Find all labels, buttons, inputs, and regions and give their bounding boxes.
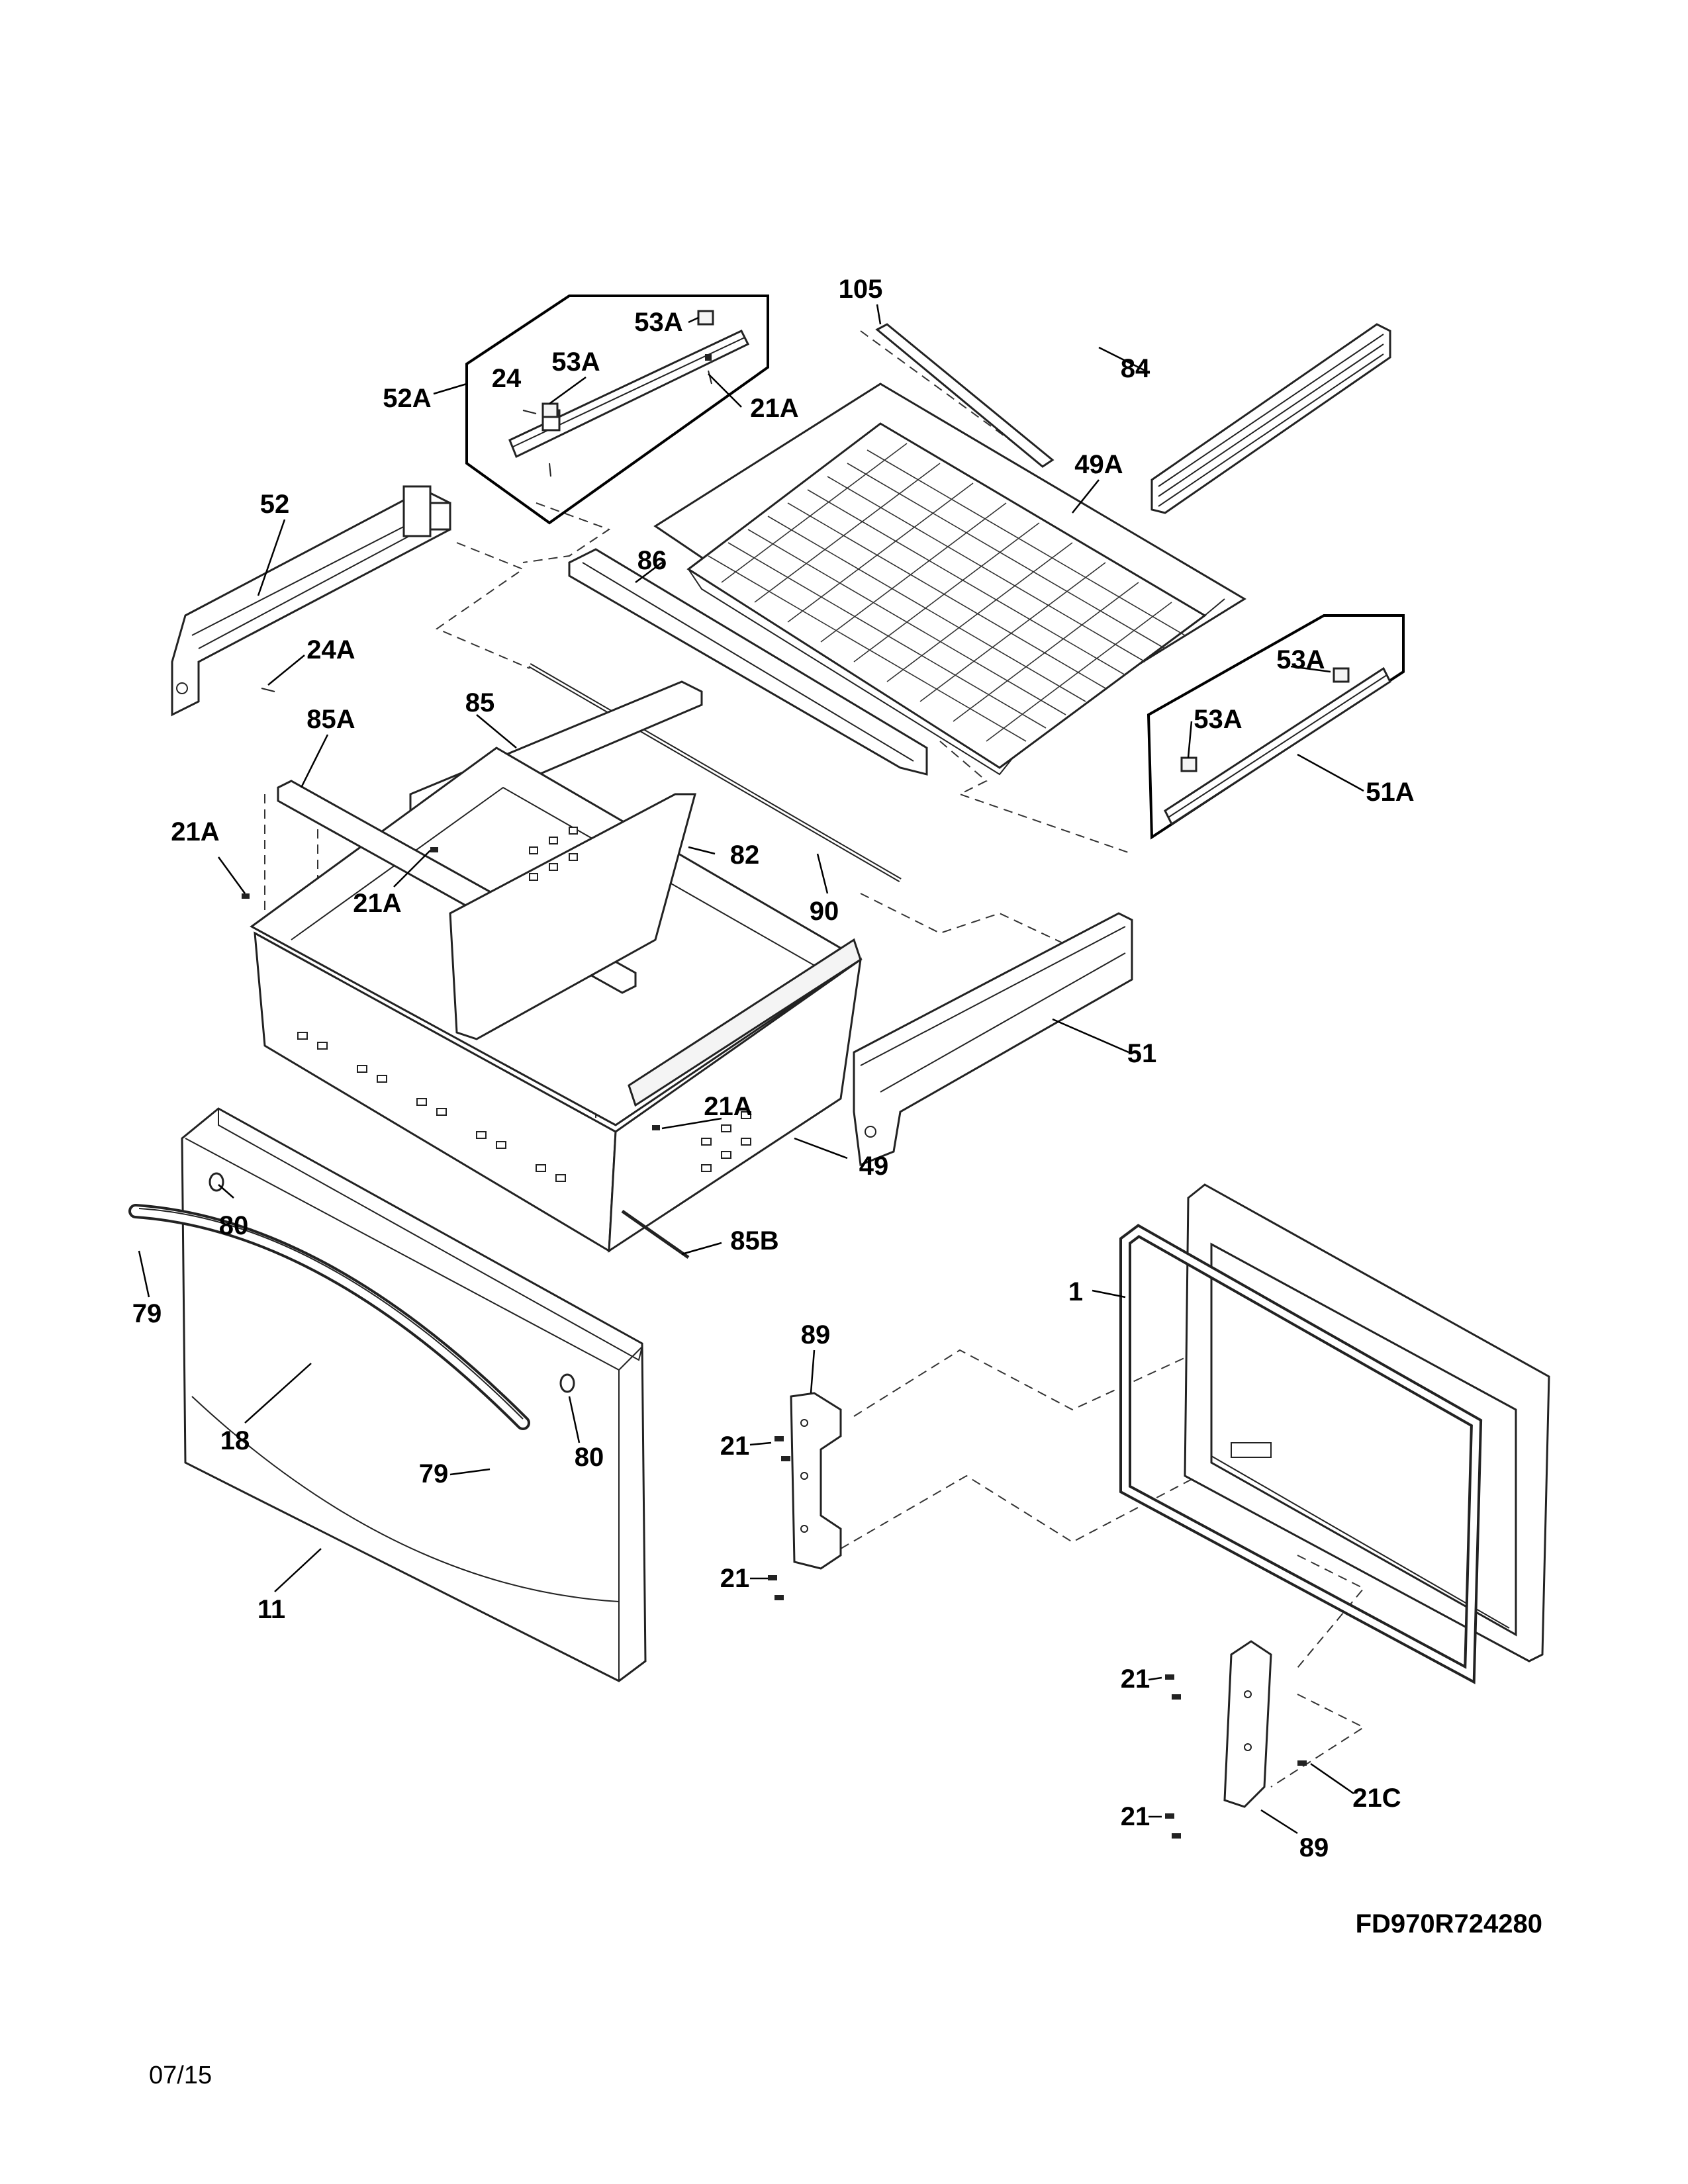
- revision-date: 07/15: [149, 2062, 212, 2089]
- callout-84: 84: [1121, 354, 1150, 383]
- bumper-53A-right-left: [1180, 756, 1197, 772]
- part-51-slide-rail: [853, 912, 1133, 1167]
- part-1-gasket: [1119, 1224, 1483, 1684]
- callout-21: 21: [1121, 1664, 1150, 1694]
- part-86-bar: [568, 548, 928, 776]
- callout-80: 80: [219, 1211, 249, 1240]
- inset-box-51A: [1147, 614, 1405, 840]
- part-89-bracket-right: [1223, 1640, 1272, 1808]
- screws: [242, 354, 1307, 1839]
- callout-49: 49: [859, 1152, 889, 1181]
- callout-85B: 85B: [730, 1226, 778, 1255]
- part-84-divider: [1150, 323, 1391, 514]
- part-89-bracket-left: [790, 1392, 842, 1570]
- bumper-53A-right-top: [1333, 667, 1350, 683]
- callout-53A: 53A: [1276, 645, 1325, 674]
- callout-52A: 52A: [383, 384, 431, 413]
- model-number: FD970R724280: [1356, 1909, 1542, 1938]
- callout-82: 82: [730, 841, 760, 870]
- part-49-main-bin: [250, 747, 863, 1253]
- callout-79: 79: [419, 1459, 449, 1488]
- leader-lines: [138, 304, 1364, 1835]
- callout-90: 90: [810, 897, 839, 926]
- callout-79: 79: [132, 1299, 162, 1328]
- callout-21A: 21A: [353, 889, 401, 918]
- part-85B-rod: [621, 1209, 690, 1259]
- callout-85A: 85A: [306, 705, 355, 734]
- callout-53A: 53A: [1194, 705, 1242, 734]
- callout-21: 21: [1121, 1802, 1150, 1831]
- callout-21A: 21A: [171, 817, 219, 846]
- callout-53A: 53A: [634, 308, 682, 337]
- callout-53A: 53A: [551, 347, 600, 377]
- bumper-53A-left: [541, 402, 559, 418]
- callout-24A: 24A: [306, 635, 355, 664]
- part-105-bar: [875, 323, 1055, 468]
- callout-49A: 49A: [1074, 450, 1123, 479]
- callout-86: 86: [637, 546, 667, 575]
- part-52-slide-rail: [171, 485, 451, 717]
- part-1-frame: [1184, 1183, 1550, 1662]
- callout-89: 89: [801, 1320, 831, 1349]
- inset-box-52A: [465, 295, 769, 525]
- callout-labels: 105 53A 24 53A 52A 21A 84 49A 52 86 24A …: [132, 275, 1415, 1862]
- callout-52: 52: [260, 490, 290, 519]
- callout-89: 89: [1299, 1833, 1329, 1862]
- callout-80: 80: [575, 1443, 604, 1472]
- part-49A-wire-basket: [653, 383, 1246, 776]
- callout-21A: 21A: [750, 394, 798, 423]
- bumper-53A-top: [697, 310, 714, 326]
- callout-1: 1: [1068, 1277, 1083, 1306]
- callout-21: 21: [720, 1432, 750, 1461]
- callout-11: 11: [258, 1595, 285, 1624]
- callout-21C: 21C: [1352, 1784, 1401, 1813]
- callout-18: 18: [220, 1426, 250, 1455]
- callout-21: 21: [720, 1564, 750, 1593]
- part-18-handle: [128, 1204, 530, 1430]
- callout-24: 24: [492, 364, 522, 393]
- callout-51: 51: [1127, 1039, 1157, 1068]
- callout-51A: 51A: [1366, 778, 1414, 807]
- callout-105: 105: [839, 275, 883, 304]
- part-90-rod: [528, 662, 902, 883]
- callout-85: 85: [465, 688, 495, 717]
- part-82-basket: [449, 793, 696, 1040]
- callout-21A: 21A: [704, 1092, 752, 1121]
